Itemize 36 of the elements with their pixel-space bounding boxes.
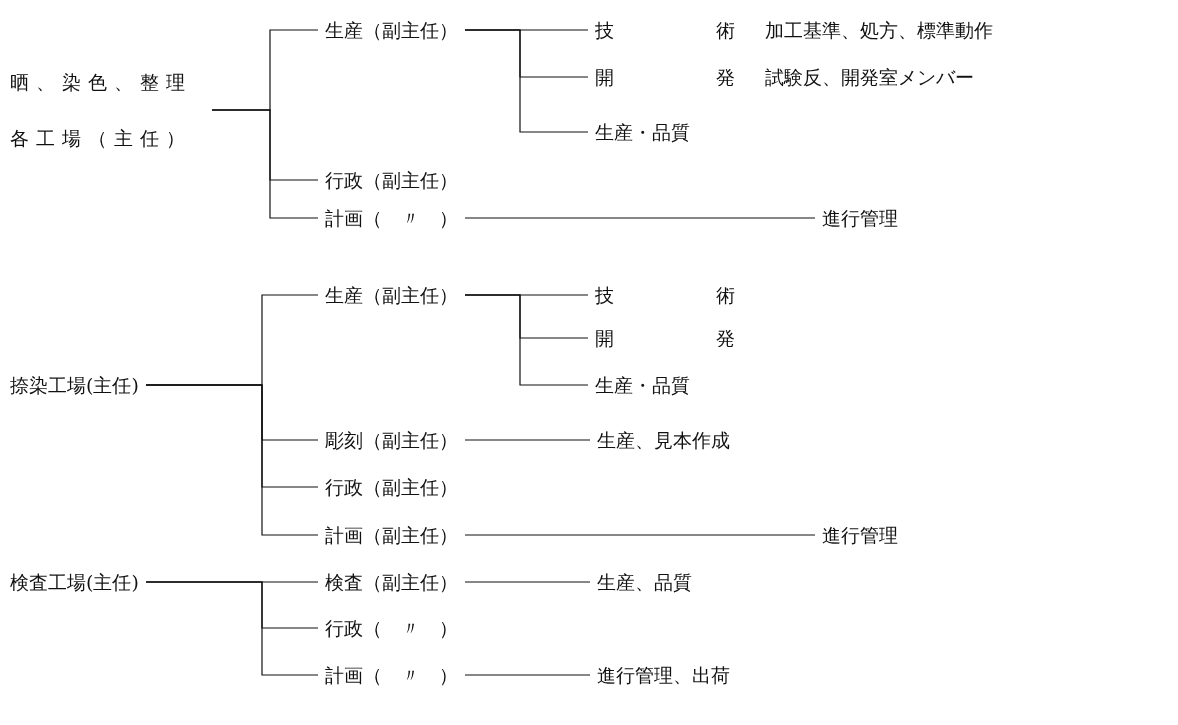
unit-label: 彫刻（副主任） — [325, 428, 458, 452]
unit-label: 検査工場(主任) — [10, 570, 139, 594]
unit-label: 検査（副主任） — [325, 570, 458, 594]
connector-line — [145, 581, 319, 676]
unit-label: 捺染工場(主任) — [10, 373, 139, 397]
unit-label: 行政（副主任） — [325, 475, 458, 499]
unit-label: 計画（ 〃 ） — [325, 663, 458, 687]
connector-line — [464, 217, 816, 219]
connector-line — [464, 294, 589, 386]
unit-label: 開発 — [595, 326, 735, 350]
unit-label: 進行管理 — [822, 523, 898, 547]
connector-line — [464, 439, 591, 441]
unit-label: 生産（副主任） — [325, 283, 458, 307]
unit-label: 生産・品質 — [595, 120, 690, 144]
unit-label: 晒、染色、整理各工場（主任） — [10, 54, 205, 166]
unit-label: 計画（副主任） — [325, 523, 458, 547]
connector-line — [145, 384, 319, 536]
unit-label: 生産、品質 — [597, 570, 692, 594]
connector-line — [464, 581, 591, 583]
connector-line — [464, 674, 591, 676]
unit-label: 行政（ 〃 ） — [325, 616, 458, 640]
unit-label: 進行管理、出荷 — [597, 663, 730, 687]
unit-label: 技術 — [595, 18, 735, 42]
description-text: 加工基準、処方、標準動作 — [765, 18, 993, 42]
unit-label: 開発 — [595, 65, 735, 89]
unit-label: 進行管理 — [822, 206, 898, 230]
unit-label: 生産・品質 — [595, 373, 690, 397]
connector-line — [211, 109, 319, 219]
description-text: 試験反、開発室メンバー — [765, 65, 974, 89]
unit-label: 計画（ 〃 ） — [325, 206, 458, 230]
unit-label: 行政（副主任） — [325, 168, 458, 192]
unit-label: 生産（副主任） — [325, 18, 458, 42]
unit-label: 生産、見本作成 — [597, 428, 730, 452]
connector-line — [464, 29, 589, 133]
unit-label: 技術 — [595, 283, 735, 307]
connector-line — [464, 534, 816, 536]
